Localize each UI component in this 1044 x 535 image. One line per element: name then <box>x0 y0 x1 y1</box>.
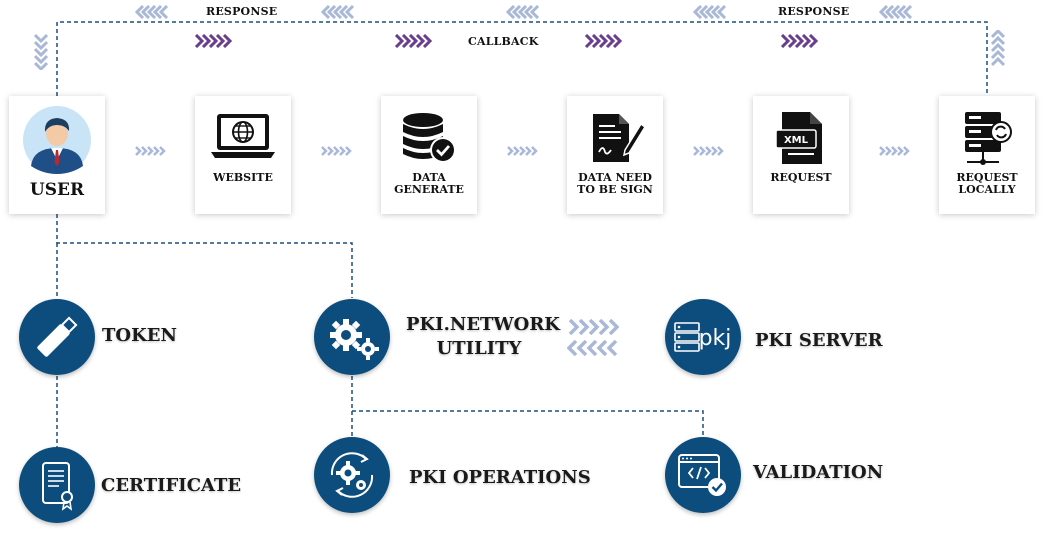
xml-file-icon: XML <box>775 112 822 164</box>
card-website: WEBSITE <box>195 96 291 214</box>
xml-text: XML <box>784 135 809 146</box>
validation-label: VALIDATION <box>753 462 884 483</box>
pki-server-circle: pkj <box>665 299 741 375</box>
up-arrow <box>991 30 1005 67</box>
code-window-check-icon <box>678 454 726 496</box>
flow-arrow-5 <box>879 146 910 156</box>
document-sign-icon <box>593 114 645 162</box>
data-sign-label-line2: TO BE SIGN <box>577 183 653 196</box>
card-request-locally: REQUEST LOCALLY <box>939 96 1035 214</box>
usb-token-icon <box>37 316 78 357</box>
certificate-label: CERTIFICATE <box>101 475 242 496</box>
user-avatar-icon <box>23 106 91 174</box>
pki-server-icon: pkj <box>674 322 732 352</box>
response-label-right: RESPONSE <box>778 5 850 18</box>
down-arrow <box>34 33 48 70</box>
callback-arrow-2 <box>394 34 433 48</box>
token-circle <box>19 299 95 375</box>
server-icon <box>965 112 1012 165</box>
certificate-icon <box>42 462 73 511</box>
callback-label: CALLBACK <box>468 35 539 48</box>
request-locally-label-line2: LOCALLY <box>958 183 1016 196</box>
data-generate-label-line2: GENERATE <box>394 183 464 196</box>
website-label: WEBSITE <box>213 171 273 184</box>
validation-circle <box>665 437 741 513</box>
callback-arrow-4 <box>780 34 819 48</box>
pki-logo-text: pkj <box>699 326 732 351</box>
exchange-left-arrow <box>567 340 618 356</box>
operations-circle <box>314 437 390 513</box>
response-arrow-3 <box>505 5 540 19</box>
callback-arrow-3 <box>584 34 623 48</box>
utility-label-line1: PKI.NETWORK <box>406 314 560 335</box>
request-locally-label-line1: REQUEST <box>956 171 1018 184</box>
utility-circle <box>314 299 390 375</box>
card-data-sign: DATA NEED TO BE SIGN <box>567 96 663 214</box>
card-user: USER <box>9 96 105 214</box>
operations-label: PKI OPERATIONS <box>409 467 591 488</box>
utility-label-line2: UTILITY <box>436 338 522 359</box>
response-arrow-1 <box>134 5 169 19</box>
response-label-left: RESPONSE <box>206 5 278 18</box>
callback-arrow-1 <box>194 34 233 48</box>
data-sign-label-line1: DATA NEED <box>578 171 652 184</box>
response-arrow-4 <box>692 5 727 19</box>
laptop-globe-icon <box>211 114 275 158</box>
operations-gear-icon <box>330 452 374 498</box>
flow-arrow-4 <box>693 146 724 156</box>
response-arrow-2 <box>320 5 355 19</box>
flow-arrow-2 <box>321 146 352 156</box>
card-data-generate: DATA GENERATE <box>381 96 477 214</box>
user-label: USER <box>29 180 85 200</box>
database-check-icon <box>403 113 456 163</box>
token-label: TOKEN <box>102 325 177 346</box>
data-generate-label-line1: DATA <box>412 171 446 184</box>
flow-arrow-1 <box>135 146 166 156</box>
gears-icon <box>330 319 379 360</box>
request-label: REQUEST <box>770 171 832 184</box>
exchange-right-arrow <box>568 319 619 335</box>
card-request: XML REQUEST <box>753 96 849 214</box>
certificate-circle <box>19 447 95 523</box>
response-arrow-5 <box>878 5 913 19</box>
flow-arrow-3 <box>507 146 538 156</box>
pki-server-label: PKI SERVER <box>755 330 883 351</box>
